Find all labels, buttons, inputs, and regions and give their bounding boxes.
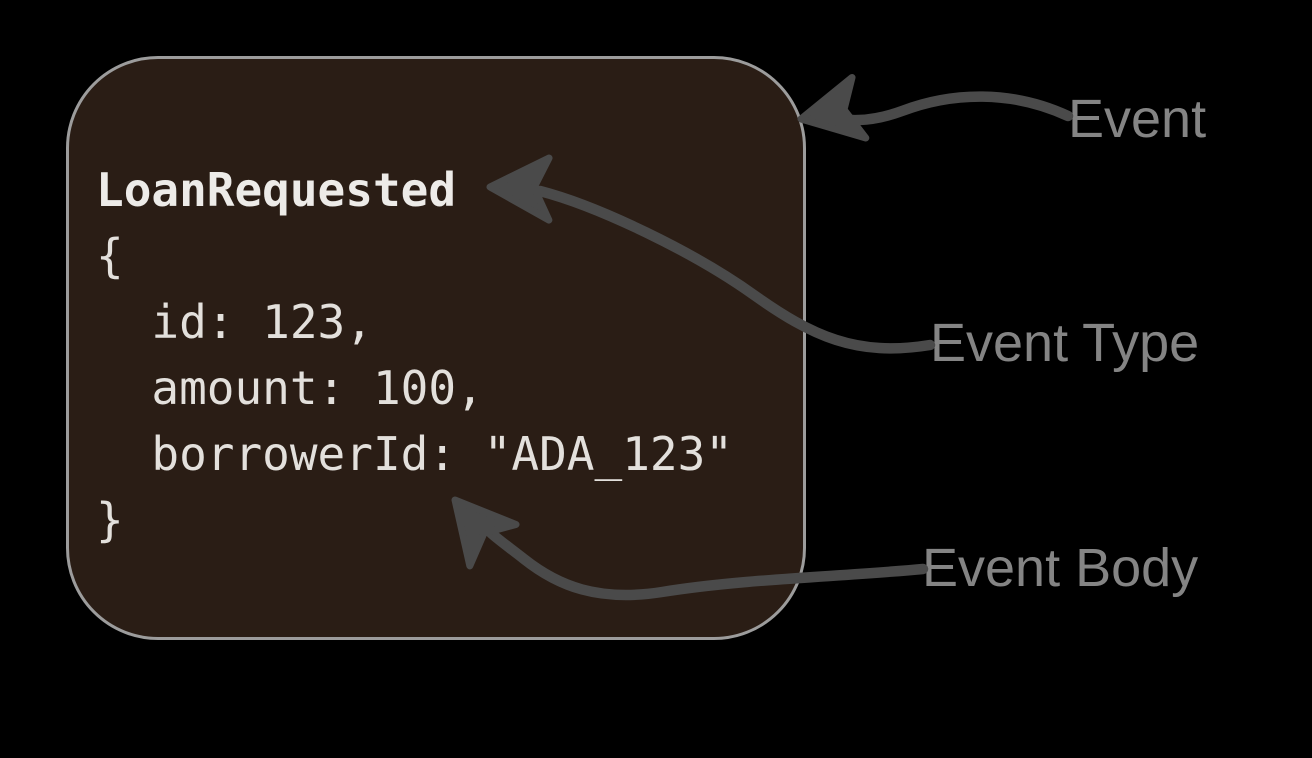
event-body-line: } — [96, 493, 124, 547]
event-type-label: Event Type — [930, 313, 1200, 373]
event-code-block: LoanRequested { id: 123, amount: 100, bo… — [96, 157, 733, 553]
event-arrowhead-icon — [797, 74, 870, 142]
event-body-label: Event Body — [922, 538, 1199, 598]
event-body-line: { — [96, 229, 124, 283]
event-body-line: borrowerId: "ADA_123" — [96, 427, 733, 481]
event-arrow — [797, 74, 1074, 142]
event-label: Event — [1068, 89, 1207, 149]
event-body-line: id: 123, — [96, 295, 373, 349]
event-type-text: LoanRequested — [96, 163, 457, 217]
event-arrow-curve — [816, 91, 1074, 126]
event-body-line: amount: 100, — [96, 361, 484, 415]
